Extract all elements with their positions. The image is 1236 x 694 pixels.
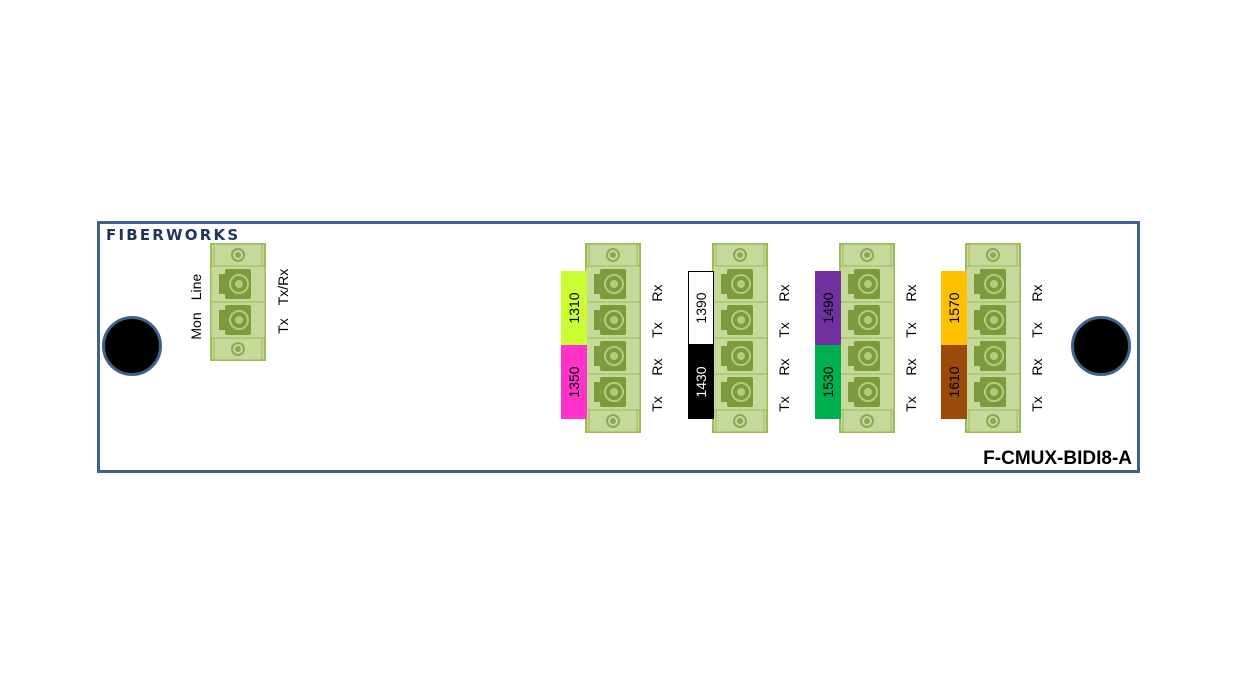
lc-port: [839, 337, 895, 375]
lc-port: [965, 337, 1021, 375]
wavelength-label: 1530: [820, 366, 836, 398]
common-port-label-txrx: Tx/Rx: [275, 268, 291, 306]
channel-adapter-2: [712, 243, 768, 433]
wavelength-label: 1350: [566, 366, 582, 398]
lc-port: [585, 265, 641, 303]
lc-port: [965, 373, 1021, 411]
lc-port: [712, 337, 768, 375]
screw-icon: [231, 342, 245, 356]
screw-icon: [231, 248, 245, 262]
port-label-tx: Tx: [903, 396, 919, 412]
port-label-tx: Tx: [649, 322, 665, 338]
screw-icon: [606, 248, 620, 262]
wavelength-label: 1310: [566, 292, 582, 324]
common-label-mon: Mon: [188, 312, 204, 340]
channel-adapter-1: [585, 243, 641, 433]
lc-port: [839, 373, 895, 411]
lc-port: [712, 301, 768, 339]
channel-adapter-3: [839, 243, 895, 433]
screw-icon: [860, 414, 874, 428]
port-label-rx: Rx: [776, 284, 792, 302]
wavelength-tag-1570: 1570: [941, 271, 967, 345]
wavelength-label: 1610: [946, 366, 962, 398]
mounting-hole-right: [1071, 316, 1131, 376]
lc-port: [585, 337, 641, 375]
wavelength-label: 1570: [946, 292, 962, 324]
common-adapter: [210, 243, 266, 361]
lc-port: [585, 301, 641, 339]
screw-icon: [986, 248, 1000, 262]
lc-port: [839, 265, 895, 303]
wavelength-label: 1430: [693, 366, 709, 398]
wavelength-tag-1350: 1350: [561, 345, 587, 419]
channel-adapter-4: [965, 243, 1021, 433]
port-label-tx: Tx: [1029, 322, 1045, 338]
screw-icon: [860, 248, 874, 262]
port-label-tx: Tx: [649, 396, 665, 412]
screw-icon: [986, 414, 1000, 428]
port-label-tx: Tx: [903, 322, 919, 338]
brand-logo: FIBERWORKS: [106, 226, 241, 244]
lc-port: [965, 265, 1021, 303]
mounting-hole-left: [102, 316, 162, 376]
common-label-line: Line: [188, 273, 204, 301]
lc-port: [839, 301, 895, 339]
wavelength-tag-1530: 1530: [815, 345, 841, 419]
common-port-label-tx: Tx: [275, 318, 291, 334]
wavelength-tag-1390: 1390: [688, 271, 714, 345]
wavelength-tag-1490: 1490: [815, 271, 841, 345]
port-label-tx: Tx: [776, 396, 792, 412]
screw-icon: [733, 414, 747, 428]
port-label-tx: Tx: [1029, 396, 1045, 412]
wavelength-tag-1310: 1310: [561, 271, 587, 345]
port-label-rx: Rx: [903, 284, 919, 302]
screw-icon: [606, 414, 620, 428]
lc-port: [585, 373, 641, 411]
wavelength-tag-1430: 1430: [688, 345, 714, 419]
port-label-rx: Rx: [1029, 358, 1045, 376]
port-label-rx: Rx: [649, 358, 665, 376]
lc-port: [712, 265, 768, 303]
port-label-tx: Tx: [776, 322, 792, 338]
model-label: F-CMUX-BIDI8-A: [983, 448, 1132, 469]
port-label-rx: Rx: [649, 284, 665, 302]
wavelength-label: 1490: [820, 292, 836, 324]
port-label-rx: Rx: [1029, 284, 1045, 302]
lc-port: [210, 265, 266, 303]
lc-port: [965, 301, 1021, 339]
lc-port: [210, 301, 266, 339]
port-label-rx: Rx: [903, 358, 919, 376]
port-label-rx: Rx: [776, 358, 792, 376]
lc-port: [712, 373, 768, 411]
screw-icon: [733, 248, 747, 262]
wavelength-label: 1390: [693, 292, 709, 324]
wavelength-tag-1610: 1610: [941, 345, 967, 419]
